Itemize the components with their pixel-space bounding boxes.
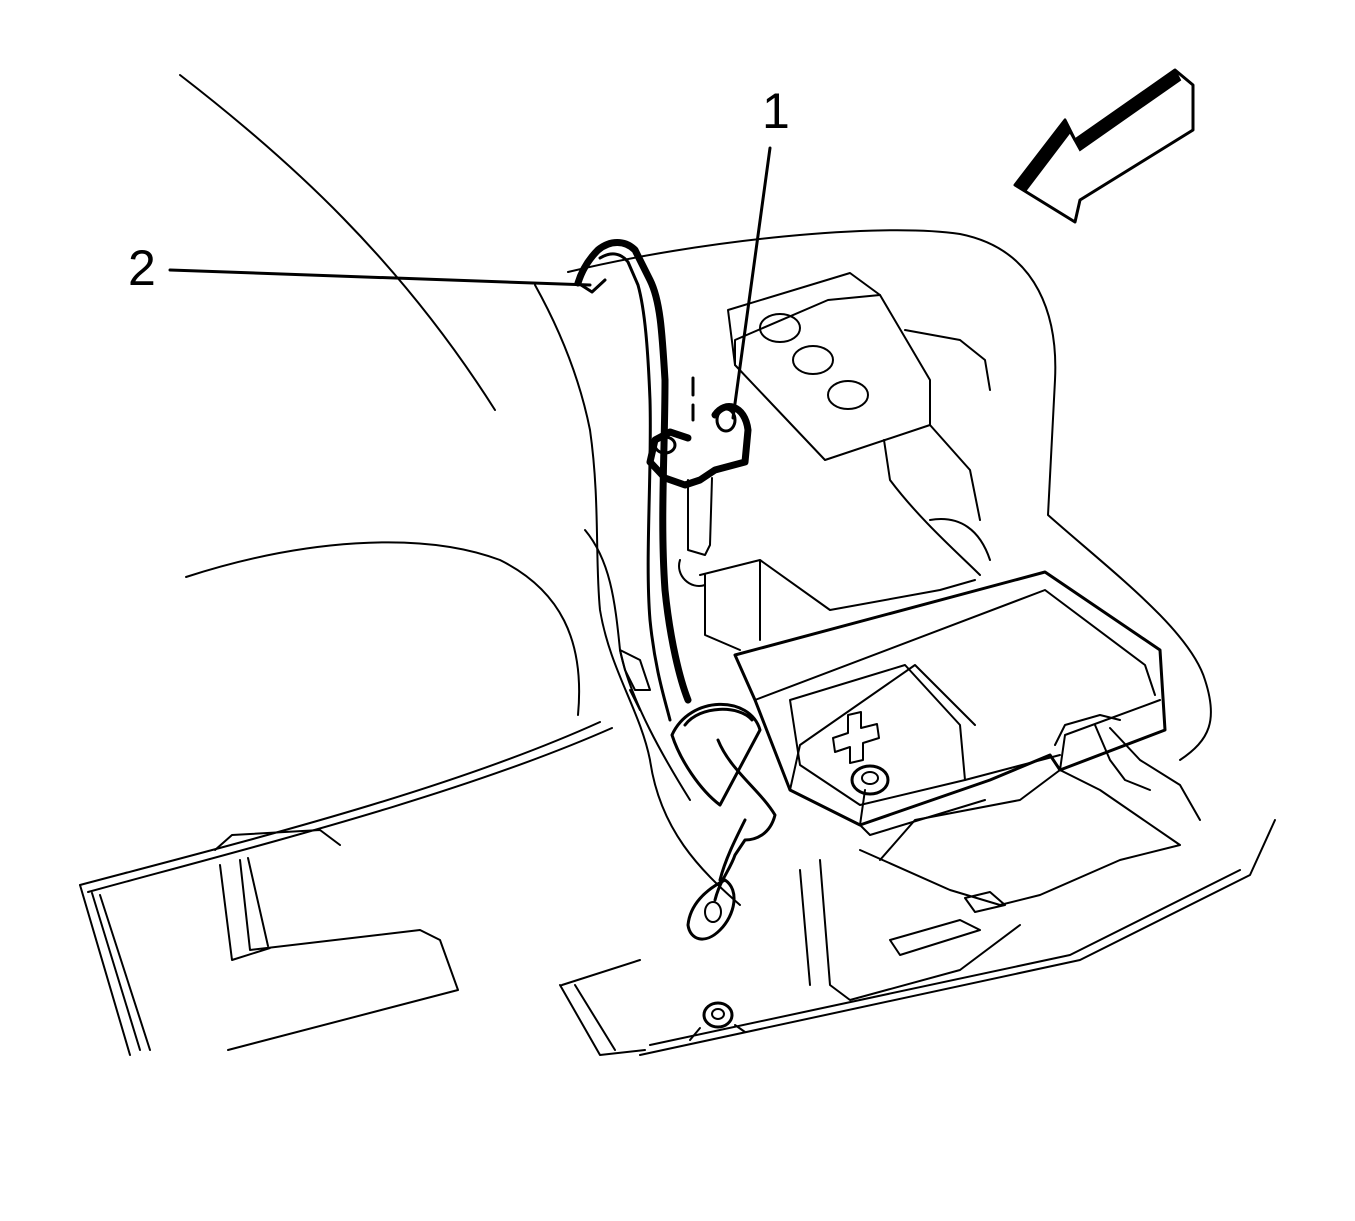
bracket-bolt-head [715,407,737,433]
arrow-icon [1013,68,1195,224]
floor-recess-center [559,959,646,1056]
battery-cell-cap [827,380,869,410]
battery-cell-cap [759,313,801,343]
floor-recess-left [214,829,459,1051]
cable-clip [619,649,651,711]
pillar-edge [534,284,741,906]
ring-terminal [686,878,736,941]
terminal-cover-top [754,589,1156,791]
negative-cable[interactable] [574,239,692,704]
cable-to-ground [713,738,777,902]
body-panel-edge [179,74,496,411]
cable-grommet [670,702,762,807]
negative-cable-inner [598,252,672,722]
terminal-cover [733,570,1167,827]
panel-contour-right [567,229,1213,761]
battery-side [699,559,976,651]
callout-2-leader [168,268,592,287]
callout-2-label: 2 [128,240,156,296]
positive-terminal-symbol: + [832,711,880,764]
floor-edge-upper [79,721,613,893]
floor-slot [889,891,1006,956]
floor-edge-bottom [639,819,1276,1056]
callout-1-label: 1 [762,83,790,139]
panel-contour-right-inner [883,439,981,576]
terminal-nut [850,764,890,796]
terminal-cover-front [859,699,1161,836]
battery-top [727,272,931,461]
floor-edge-left [79,884,151,1056]
connector-right [1054,714,1201,821]
battery-cell-cap [792,345,834,375]
cable-bracket [646,403,752,489]
battery-side-detail [904,329,991,561]
seat-contour-left [185,541,581,716]
bracket-mount [678,477,713,587]
terminal-cover-lid [789,664,966,806]
battery-top-edge [734,294,881,366]
callout-1-leader [731,146,772,420]
floor-frame [799,769,1181,1001]
ground-bolt [689,1001,746,1041]
